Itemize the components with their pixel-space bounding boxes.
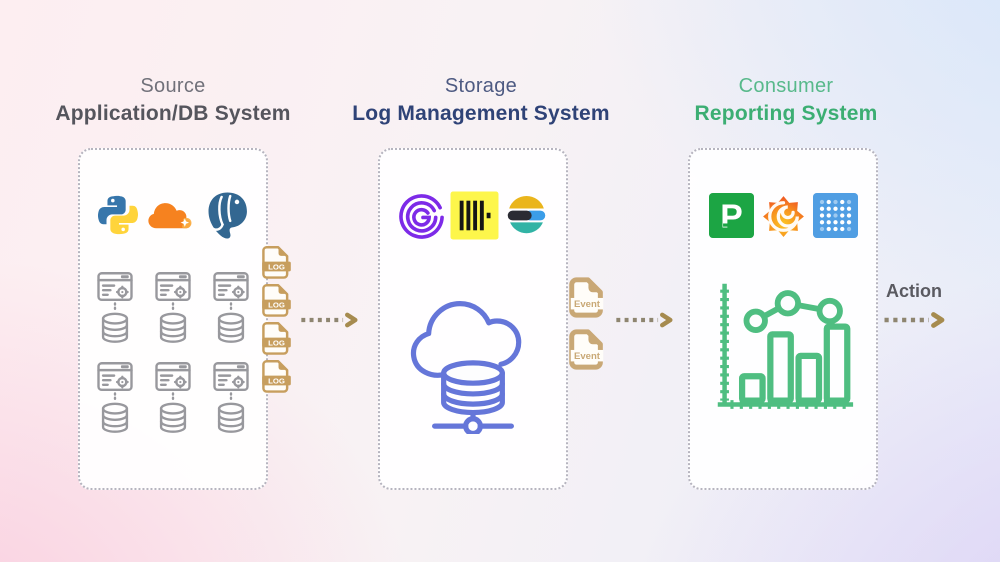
pagerduty-icon [709,193,754,238]
action-label: Action [886,281,942,301]
cloudflare-icon [146,197,199,233]
app-database-icon [93,270,137,348]
source-title: Application/DB System [55,102,291,125]
elastic-icon [504,193,549,238]
source-panel [78,148,268,490]
consumer-title: Reporting System [694,102,878,125]
postgresql-icon [204,190,251,241]
log-file-icon [258,320,295,356]
flow-arrow-icon [299,312,359,328]
event-file-stack [567,276,607,370]
app-database-icon [93,360,137,438]
event-file-icon [567,328,607,370]
flow-arrow-icon [614,312,674,328]
metabase-icon [813,193,858,238]
grafana-icon [759,191,808,240]
storage-panel [378,148,568,490]
storage-logo-row [380,186,566,244]
app-database-icon [209,270,253,348]
analytics-chart-wrap [690,276,876,424]
clickhouse-icon [450,191,499,240]
source-header: Source Application/DB System [23,74,323,127]
cloud-database-icon [398,276,548,434]
cribl-icon [398,192,445,239]
flow-arrow-icon [882,312,946,328]
consumer-logo-row [690,186,876,244]
consumer-subtitle: Consumer [738,75,834,97]
app-database-icon [151,270,195,348]
app-db-grid [80,270,266,438]
log-file-icon [258,358,295,394]
storage-title: Log Management System [352,102,610,125]
source-logo-row [80,186,266,244]
log-file-icon [258,282,295,318]
consumer-header: Consumer Reporting System [636,74,936,127]
cloud-database-wrap [380,276,566,434]
python-icon [95,192,141,238]
app-database-icon [209,360,253,438]
log-file-stack [258,244,295,394]
storage-header: Storage Log Management System [331,74,631,127]
source-subtitle: Source [140,75,206,97]
consumer-panel [688,148,878,490]
log-file-icon [258,244,295,280]
storage-subtitle: Storage [444,75,518,97]
app-database-icon [151,360,195,438]
event-file-icon [567,276,607,318]
analytics-chart-icon [705,276,861,424]
